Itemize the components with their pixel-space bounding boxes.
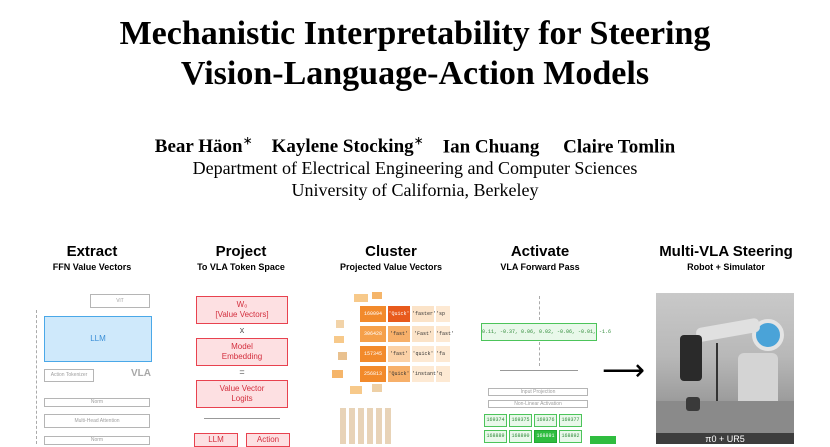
- robot-caption-bar: [656, 433, 794, 444]
- cluster-row-4: 256813 'Quick' 'instant' 'q: [360, 366, 450, 382]
- cluster-scatter: [332, 290, 452, 444]
- norm-box-2: Norm: [44, 436, 150, 445]
- action-tokenizer-box: Action Tokenizer: [44, 369, 94, 382]
- robot-gripper: [680, 335, 702, 381]
- paper-title-line-2: Vision-Language-Action Models: [180, 55, 650, 92]
- equals-symbol: =: [239, 367, 245, 377]
- activation-cell-highlight: 168891: [534, 430, 557, 443]
- vit-box: ViT: [90, 294, 150, 308]
- green-bar-fragment: [590, 436, 616, 444]
- project-subtitle: To VLA Token Space: [197, 262, 285, 272]
- activation-cell: 169374: [484, 414, 507, 427]
- steering-title: Multi-VLA Steering: [659, 243, 793, 260]
- cluster-title: Cluster: [365, 243, 417, 260]
- author-list: Bear Häon∗ Kaylene Stocking∗ Ian Chuang …: [0, 134, 830, 158]
- norm-box: Norm: [44, 398, 150, 407]
- extract-title: Extract: [66, 243, 118, 260]
- action-token-box: Action: [246, 433, 290, 447]
- robot-photo: [656, 293, 794, 433]
- activation-cell: 169376: [534, 414, 557, 427]
- affiliation-department: Department of Electrical Engineering and…: [192, 158, 638, 178]
- activate-dashed-line-2: [539, 342, 541, 366]
- author-3: Ian Chuang: [442, 136, 540, 158]
- value-vectors-box: W₀[Value Vectors]: [196, 296, 288, 324]
- multiply-symbol: x: [239, 325, 245, 335]
- paper-title-line-1: Mechanistic Interpretability for Steerin…: [119, 15, 711, 52]
- activate-title: Activate: [510, 243, 570, 260]
- llm-box: LLM: [44, 316, 152, 362]
- author-2: Kaylene Stocking∗: [271, 134, 424, 158]
- author-4: Claire Tomlin: [563, 136, 676, 158]
- activation-cell: 168889: [484, 430, 507, 443]
- activation-cell: 169375: [509, 414, 532, 427]
- robot-arm-link: [695, 317, 761, 343]
- nonlinear-activation-box: Non-Linear Activation: [488, 400, 588, 408]
- steering-subtitle: Robot + Simulator: [687, 262, 765, 272]
- activation-cell-grid: 169374 169375 169376 169377 168889 16889…: [484, 414, 584, 444]
- object-on-table: [686, 397, 700, 411]
- activate-divider: [500, 370, 578, 371]
- project-title: Project: [215, 243, 267, 260]
- cluster-row-1: 160094 'Quick' 'faster' 'sp: [360, 306, 450, 322]
- cluster-subtitle: Projected Value Vectors: [339, 262, 443, 272]
- activate-dashed-line: [539, 296, 541, 320]
- llm-token-box: LLM: [194, 433, 238, 447]
- attention-box: Multi-Head Attention: [44, 414, 150, 428]
- extract-subtitle: FFN Value Vectors: [52, 262, 132, 272]
- project-divider: [204, 418, 280, 419]
- activation-cell: 168890: [509, 430, 532, 443]
- cluster-row-3: 157345 'fast' 'quick' 'fa: [360, 346, 450, 362]
- extract-dashed-line: [36, 310, 38, 444]
- affiliation-university: University of California, Berkeley: [291, 180, 539, 200]
- vla-label: VLA: [131, 368, 151, 379]
- activation-cell: 169377: [559, 414, 582, 427]
- author-1: Bear Häon∗: [154, 134, 253, 158]
- robot-cable: [716, 343, 718, 413]
- robot-caption: π0 + UR5: [705, 434, 745, 444]
- activation-cell: 168892: [559, 430, 582, 443]
- activate-subtitle: VLA Forward Pass: [500, 262, 580, 272]
- activation-vector-box: 0.11, -0.37, 0.06, 0.02, -0.06, -0.01, -…: [481, 323, 611, 341]
- cluster-row-2: 306428 'fast' 'Fast' 'fast': [360, 326, 454, 342]
- right-arrow-icon: ⟶: [602, 353, 646, 388]
- input-projection-box: Input Projection: [488, 388, 588, 396]
- table-surface: [656, 401, 794, 433]
